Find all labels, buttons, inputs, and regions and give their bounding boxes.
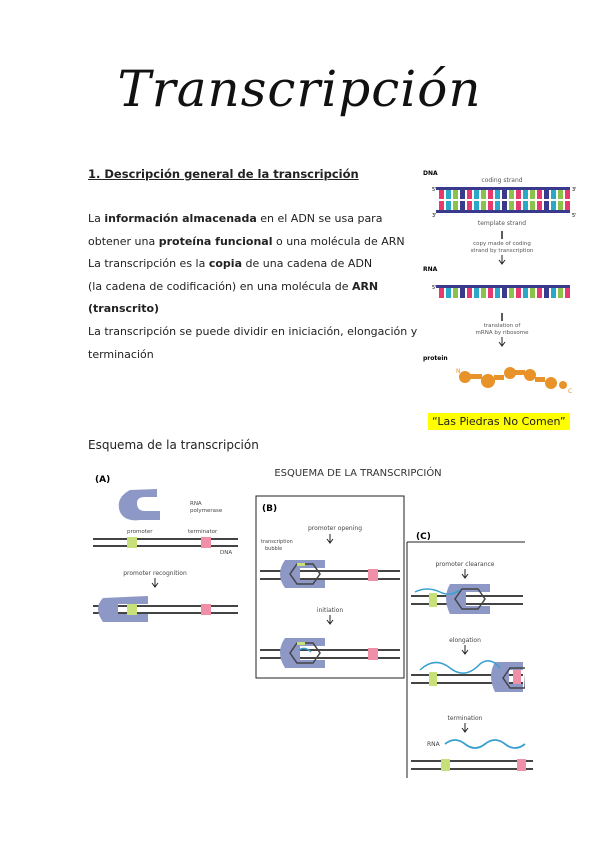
polymerase-bound-a	[93, 596, 238, 622]
section-2-heading: Esquema de la transcripción	[88, 438, 259, 452]
line-1: La información almacenada en el ADN se u…	[88, 212, 383, 225]
line-2: obtener una proteína funcional o una mol…	[88, 234, 405, 248]
rna-polymerase-label-1: RNA	[190, 501, 202, 507]
three-prime-top: 3'	[572, 187, 577, 193]
released-rna	[444, 739, 526, 749]
copy-caption-2: strand by transcription	[471, 248, 534, 254]
promoter-label-a: promoter	[127, 529, 153, 535]
dna-rna-protein-figure: DNA coding strand 5' 3' 3' 5' template s…	[423, 170, 577, 395]
page-title: Transcripción	[117, 60, 482, 118]
panel-a-label: (A)	[95, 475, 110, 485]
rna-bases	[439, 288, 570, 298]
protein-label: protein	[423, 355, 448, 362]
rna-polymerase-label-2: polymerase	[190, 508, 223, 514]
coding-strand-label: coding strand	[481, 177, 522, 184]
description-paragraph: La información almacenada en el ADN se u…	[88, 208, 418, 366]
c-terminus-label: C	[568, 388, 572, 395]
open-complex-b	[260, 560, 400, 588]
elongation-label: elongation	[449, 637, 481, 644]
line-3: La transcripción es la copia de una cade…	[88, 257, 373, 271]
elongation-complex-c	[411, 660, 525, 692]
rna-label-c: RNA	[427, 741, 441, 748]
promoter-recognition-label: promoter recognition	[123, 570, 187, 577]
five-prime-bottom: 5'	[572, 213, 577, 219]
termination-label: termination	[448, 715, 483, 722]
clearance-complex-c	[411, 584, 523, 614]
translation-caption-1: translation of	[484, 323, 522, 329]
coding-strand-bases	[439, 190, 570, 199]
template-strand-bases	[439, 201, 570, 210]
translation-caption-2: mRNA by ribosome	[476, 330, 530, 336]
five-prime-rna: 5'	[432, 285, 437, 291]
three-prime-bottom: 3'	[432, 213, 437, 219]
dna-label-a: DNA	[220, 550, 232, 556]
transcription-bubble-label-1: transcription	[261, 539, 293, 545]
rna-label: RNA	[423, 266, 438, 273]
promoter-clearance-label: promoter clearance	[435, 561, 494, 568]
mnemonic-highlight: “Las Piedras No Comen”	[428, 413, 570, 430]
template-strand-label: template strand	[478, 220, 526, 227]
panel-c-label: (C)	[416, 532, 431, 542]
initiation-complex-b	[260, 638, 400, 668]
line-7: terminación	[88, 347, 154, 361]
line-6: La transcripción se puede dividir en ini…	[88, 324, 418, 338]
copy-caption-1: copy made of coding	[473, 241, 531, 247]
rna-polymerase-shape	[118, 489, 160, 521]
n-terminus-label: N	[456, 368, 461, 375]
five-prime-top: 5'	[432, 187, 437, 193]
line-4: (la cadena de codificación) en una moléc…	[88, 279, 379, 293]
transcription-bubble-label-2: bubble	[265, 546, 282, 552]
transcription-schema-figure: ESQUEMA DE LA TRANSCRIPCIÓN (A) RNA poly…	[93, 466, 525, 733]
termination-result: RNA	[406, 732, 533, 778]
dna-label: DNA	[423, 170, 438, 177]
terminator-label-a: terminator	[188, 529, 218, 535]
promoter-opening-label: promoter opening	[308, 525, 362, 532]
panel-b-label: (B)	[262, 504, 277, 514]
schema-title: ESQUEMA DE LA TRANSCRIPCIÓN	[274, 466, 441, 479]
panel-b-frame	[255, 495, 405, 679]
protein-chain	[459, 367, 567, 389]
section-1-heading: 1. Descripción general de la transcripci…	[88, 167, 359, 181]
line-5: (transcrito)	[88, 302, 160, 316]
dna-strand-c-final	[411, 759, 533, 771]
dna-strand-a	[93, 537, 238, 548]
initiation-label: initiation	[317, 607, 344, 614]
